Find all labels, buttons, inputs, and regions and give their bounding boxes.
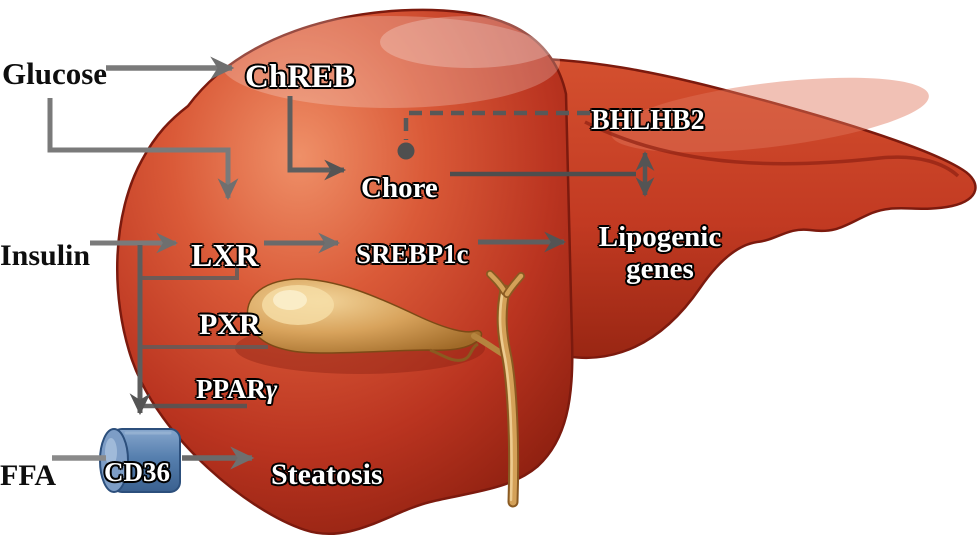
label-chreb: ChREB — [245, 59, 356, 95]
label-ppar-gamma: PPARγ — [196, 376, 277, 403]
liver-left-lobe — [455, 56, 977, 360]
arrow-glucose-lxr — [47, 98, 239, 201]
label-bhlhb2: BHLHB2 — [591, 105, 705, 136]
label-lxr: LXR — [191, 237, 259, 273]
label-insulin: Insulin — [0, 239, 91, 272]
label-ppar-prefix: PPAR — [196, 374, 266, 404]
label-lipogenic-genes: Lipogenic genes — [575, 223, 745, 284]
gallbladder — [235, 278, 485, 374]
label-pxr: PXR — [199, 308, 261, 341]
label-glucose: Glucose — [2, 56, 108, 91]
dashed-connector-bhlhb2 — [403, 110, 590, 140]
label-lipogenic-line2: genes — [626, 253, 694, 285]
liver-right-lobe — [116, 8, 574, 536]
blunt-ball-end — [397, 142, 415, 160]
bile-duct — [471, 270, 525, 508]
label-srebp1c: SREBP1c — [356, 239, 469, 269]
label-ffa: FFA — [0, 459, 57, 492]
label-cd36: CD36 — [104, 457, 170, 487]
cd36-transporter-cylinder — [99, 428, 181, 493]
label-chore: Chore — [361, 172, 438, 204]
label-steatosis: Steatosis — [271, 458, 383, 491]
branch-lxr — [140, 261, 239, 280]
label-gamma-symbol: γ — [265, 374, 278, 404]
arrow-chreb-chore — [287, 96, 347, 181]
label-lipogenic-line1: Lipogenic — [598, 221, 722, 253]
